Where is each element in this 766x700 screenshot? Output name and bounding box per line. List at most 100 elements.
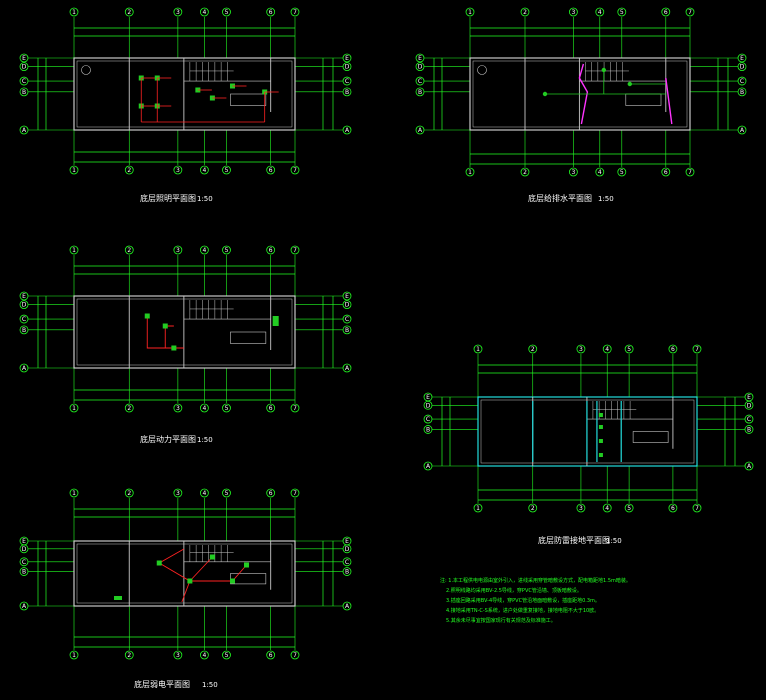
- axis-bubble: [737, 125, 747, 135]
- axis-label: 1: [72, 167, 76, 174]
- axis-bubble: [290, 245, 300, 255]
- axis-label: 7: [293, 167, 297, 174]
- axis-label: 1: [72, 247, 76, 254]
- axis-label: 7: [688, 169, 692, 176]
- axis-bubble: [69, 488, 79, 498]
- axis-label: D: [418, 64, 423, 71]
- axis-bubble: [528, 344, 538, 354]
- plan-scale-weak-current: 1:50: [202, 681, 218, 689]
- axis-bubble: [199, 165, 209, 175]
- axis-bubble: [737, 53, 747, 63]
- exterior-wall: [73, 57, 296, 131]
- axis-bubble: [266, 245, 276, 255]
- axis-label: 1: [476, 505, 480, 512]
- axis-label: 5: [620, 9, 624, 16]
- axis-label: 4: [202, 490, 206, 497]
- axis-bubble: [266, 650, 276, 660]
- axis-bubble: [266, 165, 276, 175]
- axis-bubble: [342, 87, 352, 97]
- axis-label: 7: [695, 346, 699, 353]
- ground-terminal: [598, 453, 603, 457]
- axis-label: 1: [72, 405, 76, 412]
- column-circle: [81, 65, 91, 75]
- axis-bubble: [473, 503, 483, 513]
- axis-bubble: [342, 76, 352, 86]
- axis-bubble: [19, 125, 29, 135]
- axis-label: E: [22, 538, 26, 545]
- axis-bubble: [692, 344, 702, 354]
- axis-label: 7: [688, 9, 692, 16]
- axis-label: 1: [72, 490, 76, 497]
- axis-label: B: [426, 426, 430, 433]
- axis-bubble: [19, 314, 29, 324]
- axis-bubble: [617, 7, 627, 17]
- axis-bubble: [415, 62, 425, 72]
- axis-label: 2: [127, 9, 131, 16]
- axis-bubble: [744, 414, 754, 424]
- axis-bubble: [661, 167, 671, 177]
- axis-bubble: [423, 425, 433, 434]
- axis-bubble: [290, 403, 300, 413]
- axis-bubble: [528, 503, 538, 513]
- axis-label: E: [740, 55, 744, 62]
- circuit-group: [542, 63, 673, 125]
- axis-label: 6: [269, 652, 273, 659]
- axis-label: 7: [293, 9, 297, 16]
- axis-label: B: [345, 569, 349, 576]
- axis-label: 2: [531, 505, 535, 512]
- axis-bubble: [342, 363, 352, 373]
- axis-label: C: [345, 316, 349, 323]
- circuit-group: [532, 401, 622, 462]
- exterior-wall-inner: [76, 60, 293, 128]
- axis-label: 2: [127, 247, 131, 254]
- axis-label: D: [22, 302, 27, 309]
- axis-label: 2: [127, 167, 131, 174]
- axis-label: 5: [627, 505, 631, 512]
- axis-bubble: [69, 245, 79, 255]
- axis-label: 6: [664, 169, 668, 176]
- axis-bubble: [342, 125, 352, 135]
- axis-bubble: [473, 344, 483, 354]
- axis-bubble: [737, 76, 747, 86]
- axis-bubble: [19, 62, 29, 72]
- axis-bubble: [692, 503, 702, 513]
- axis-label: 6: [664, 9, 668, 16]
- fixture: [230, 93, 267, 106]
- axis-bubble: [19, 557, 29, 567]
- axis-bubble: [744, 461, 754, 471]
- axis-label: 3: [571, 9, 575, 16]
- note-line: 5.其余未尽事宜按国家现行有关规范及标准施工。: [446, 617, 556, 624]
- axis-label: 1: [468, 169, 472, 176]
- axis-bubble: [199, 403, 209, 413]
- axis-bubble: [342, 544, 352, 554]
- distribution-box: [272, 316, 279, 326]
- axis-bubble: [624, 344, 634, 354]
- axis-bubble: [19, 300, 29, 310]
- axis-label: E: [426, 394, 430, 401]
- axis-label: 4: [598, 9, 602, 16]
- axis-label: C: [22, 78, 26, 85]
- axis-label: 3: [579, 505, 583, 512]
- axis-label: 4: [202, 167, 206, 174]
- axis-label: B: [740, 89, 744, 96]
- axis-label: 5: [620, 169, 624, 176]
- axis-label: D: [22, 64, 27, 71]
- axis-bubble: [423, 414, 433, 424]
- axis-label: B: [345, 89, 349, 96]
- axis-label: 7: [293, 405, 297, 412]
- axis-label: 4: [202, 9, 206, 16]
- plan-scale-power: 1:50: [197, 436, 213, 444]
- axis-label: A: [22, 603, 27, 610]
- axis-bubble: [124, 403, 134, 413]
- axis-bubble: [266, 7, 276, 17]
- axis-bubble: [290, 488, 300, 498]
- axis-label: A: [747, 463, 752, 470]
- axis-bubble: [19, 291, 29, 301]
- axis-label: 2: [523, 169, 527, 176]
- ground-terminal: [598, 413, 603, 417]
- axis-label: 5: [225, 490, 229, 497]
- axis-label: 6: [269, 247, 273, 254]
- axis-label: 1: [476, 346, 480, 353]
